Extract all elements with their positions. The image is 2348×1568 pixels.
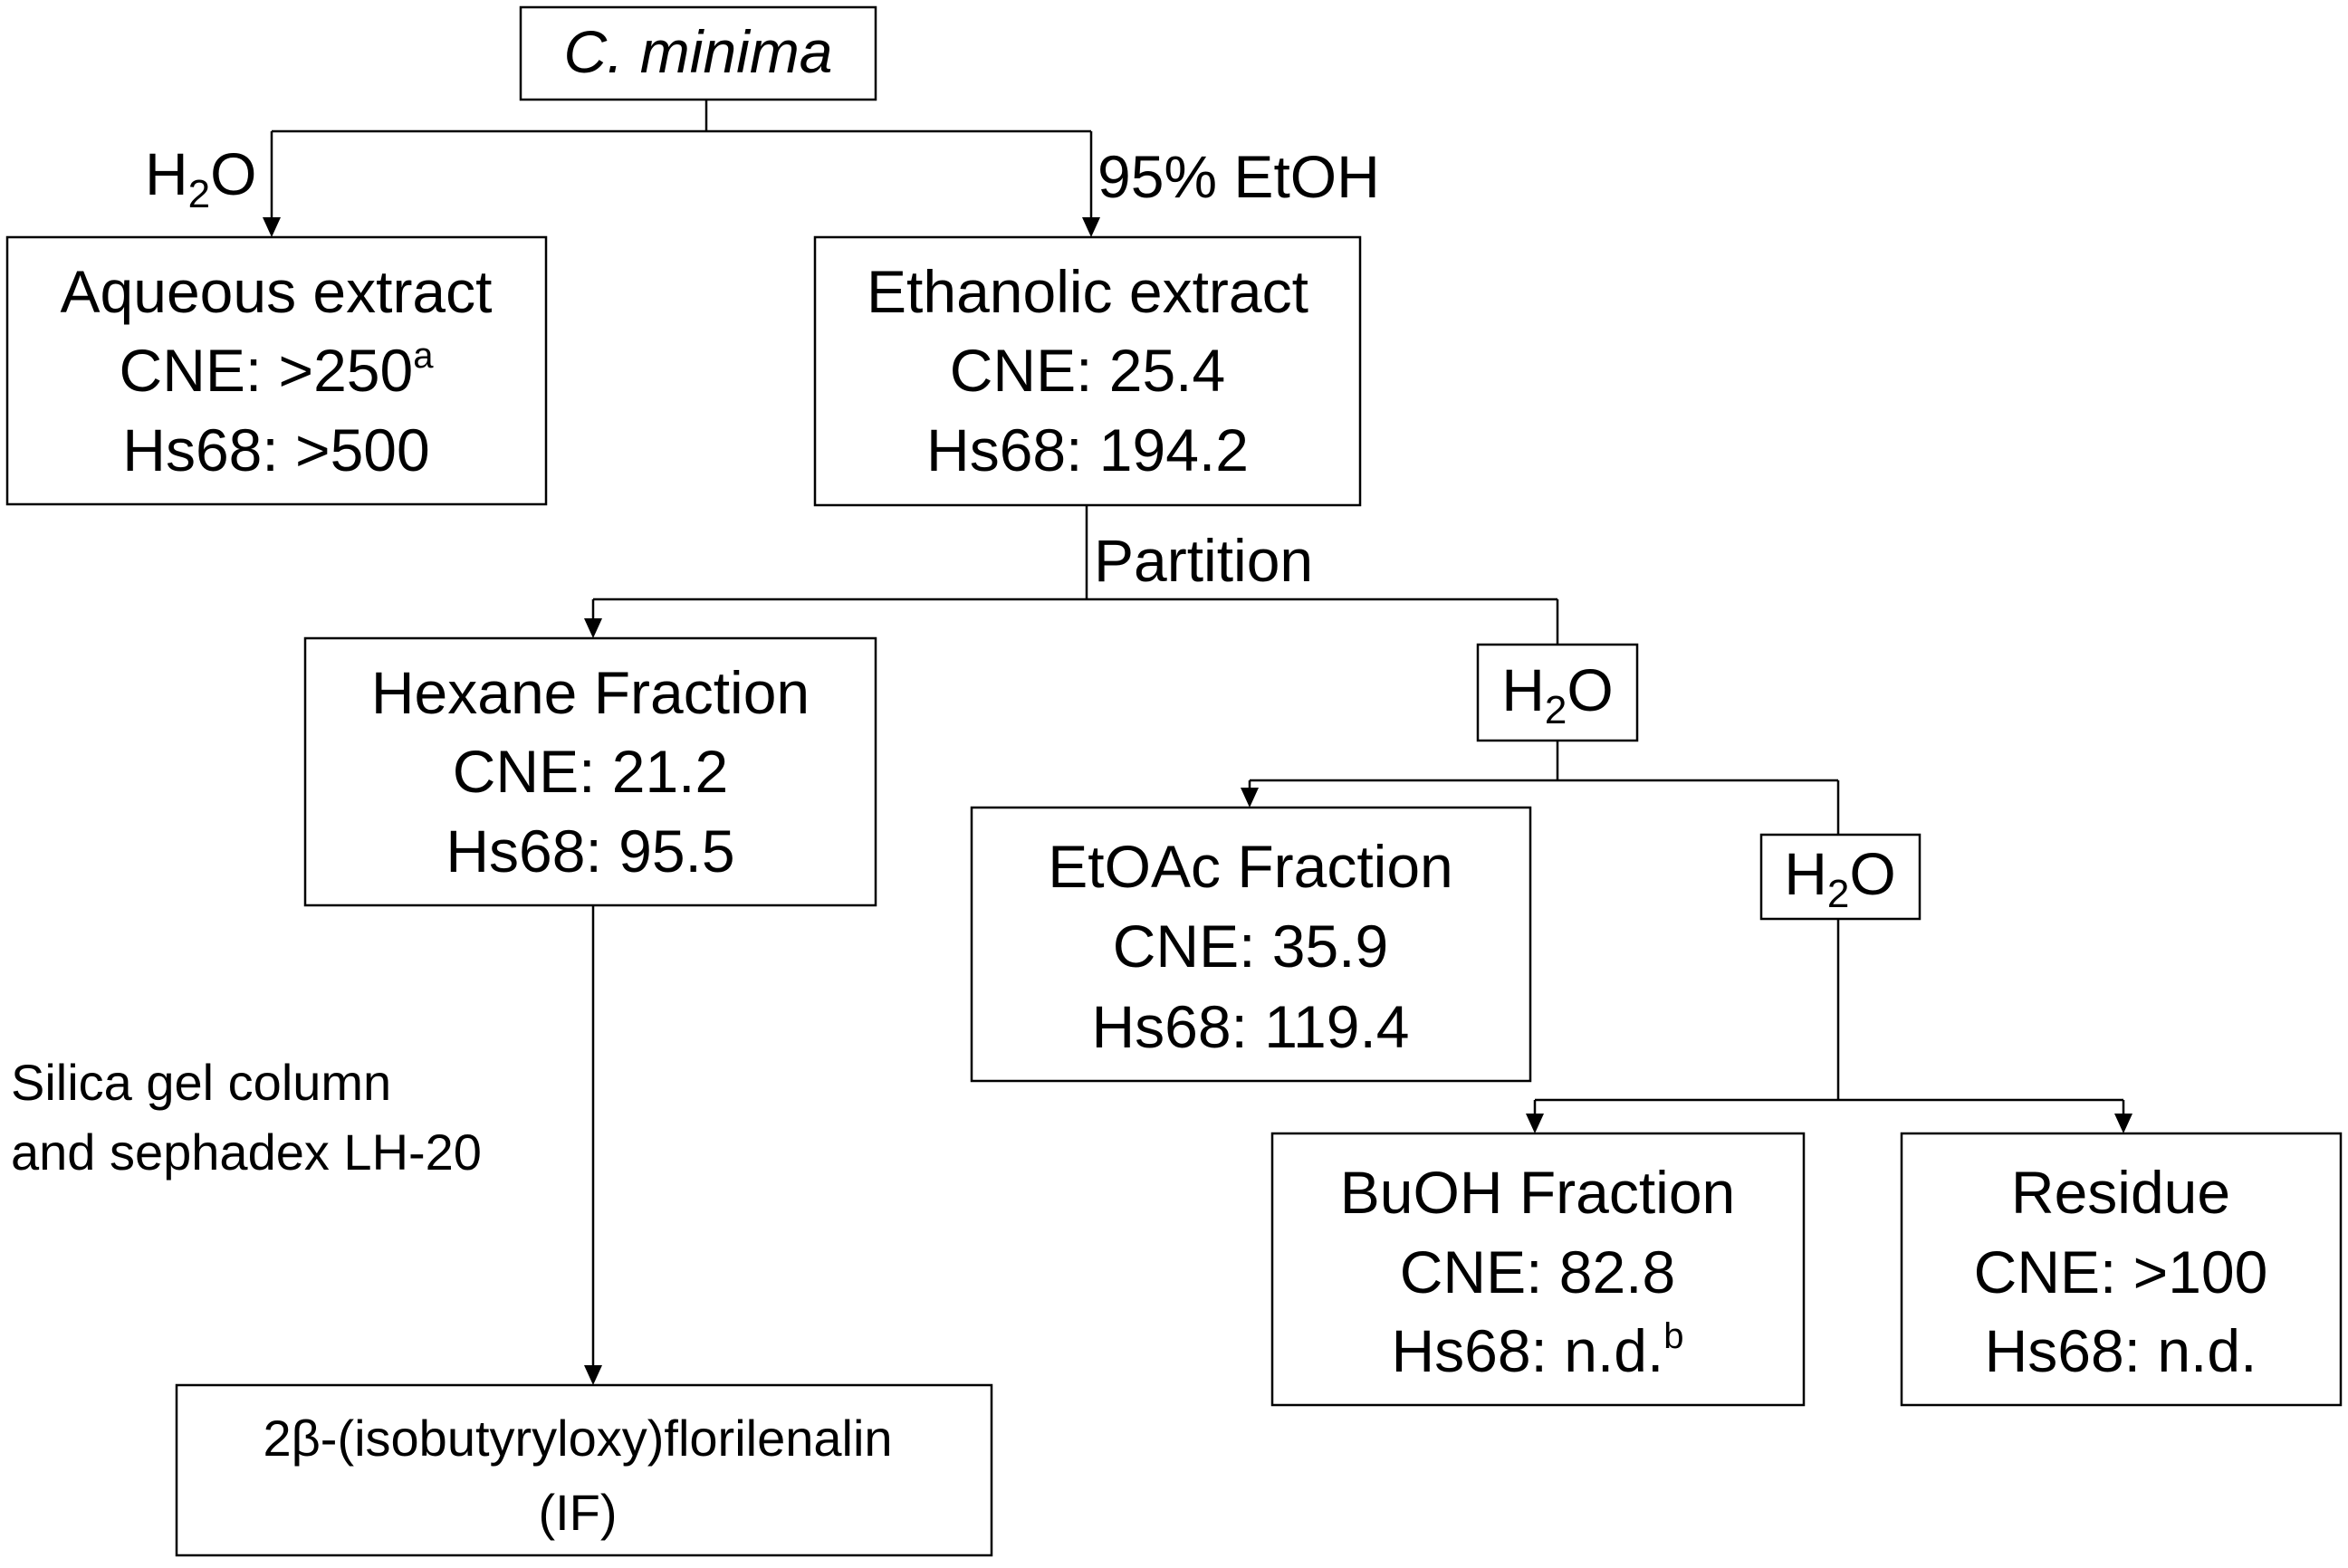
aqueous-hs68: Hs68: >500 [122, 416, 429, 483]
edge-label-ethanol: 95% EtOH [1097, 143, 1380, 210]
residue-box [1900, 1132, 2343, 1407]
node-hexane-fraction: Hexane Fraction CNE: 21.2 Hs68: 95.5 [303, 636, 877, 907]
node-aqueous-extract: Aqueous extract CNE: >250a Hs68: >500 [5, 235, 548, 506]
compound-name: 2β-(isobutyryloxy)florilenalin [263, 1410, 892, 1467]
connectors [270, 100, 2125, 1367]
arrowhead-buoh [1526, 1114, 1544, 1133]
arrowhead-etoac [1241, 788, 1259, 808]
aqueous-box [5, 235, 548, 506]
aqueous-cne: CNE: >250a [120, 336, 435, 404]
compound-abbreviation: (IF) [538, 1484, 617, 1541]
ethanolic-hs68: Hs68: 194.2 [926, 416, 1249, 483]
ethanolic-cne: CNE: 25.4 [950, 337, 1225, 404]
ethanolic-title: Ethanolic extract [867, 258, 1308, 325]
node-residue: Residue CNE: >100 Hs68: n.d. [1900, 1132, 2343, 1407]
water-2-label: H2O [1784, 840, 1896, 916]
arrowhead-ethanolic [1082, 217, 1100, 237]
etoac-box [970, 806, 1532, 1083]
arrowhead-compound [584, 1365, 602, 1385]
residue-hs68: Hs68: n.d. [1985, 1317, 2257, 1384]
hexane-box [303, 636, 877, 907]
buoh-hs68: Hs68: n.d.b [1391, 1316, 1683, 1384]
node-buoh-fraction: BuOH Fraction CNE: 82.8 Hs68: n.d.b [1270, 1132, 1806, 1407]
root-label: C. minima [563, 18, 832, 85]
arrowhead-residue [2114, 1114, 2132, 1133]
etoac-title: EtOAc Fraction [1048, 833, 1452, 900]
etoac-hs68: Hs68: 119.4 [1091, 993, 1409, 1060]
edge-label-chromatography-line2: and sephadex LH-20 [11, 1123, 482, 1181]
root-node: C. minima [519, 5, 877, 101]
root-box [519, 5, 877, 101]
water-2-box [1759, 833, 1922, 921]
ethanolic-box [813, 235, 1362, 507]
edge-label-chromatography-line1: Silica gel column [11, 1054, 391, 1111]
solvent-box-water-2: H2O [1759, 833, 1922, 921]
water-1-label: H2O [1501, 656, 1614, 732]
hexane-hs68: Hs68: 95.5 [446, 817, 734, 884]
residue-title: Residue [2011, 1159, 2230, 1226]
aqueous-title: Aqueous extract [61, 258, 493, 325]
arrowheads [263, 217, 2132, 1385]
edge-label-water: H2O [145, 140, 257, 216]
hexane-cne: CNE: 21.2 [453, 738, 728, 805]
node-isolated-compound: 2β-(isobutyryloxy)florilenalin (IF) [175, 1383, 993, 1557]
hexane-title: Hexane Fraction [371, 659, 810, 726]
solvent-box-water-1: H2O [1476, 643, 1639, 742]
arrowhead-aqueous [263, 217, 281, 237]
edge-label-partition: Partition [1094, 527, 1313, 594]
arrowhead-hexane [584, 618, 602, 638]
buoh-title: BuOH Fraction [1340, 1159, 1735, 1226]
etoac-cne: CNE: 35.9 [1113, 913, 1388, 980]
node-ethanolic-extract: Ethanolic extract CNE: 25.4 Hs68: 194.2 [813, 235, 1362, 507]
residue-cne: CNE: >100 [1974, 1238, 2268, 1305]
buoh-box [1270, 1132, 1806, 1407]
water-1-box [1476, 643, 1639, 742]
compound-box [175, 1383, 993, 1557]
node-etoac-fraction: EtOAc Fraction CNE: 35.9 Hs68: 119.4 [970, 806, 1532, 1083]
buoh-cne: CNE: 82.8 [1400, 1238, 1675, 1305]
